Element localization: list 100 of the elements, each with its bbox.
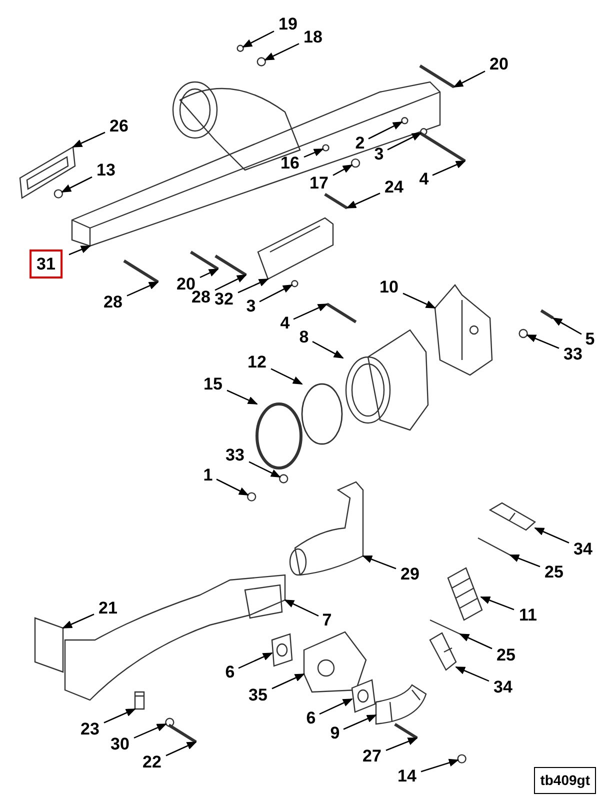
washer — [518, 328, 528, 338]
callout-number: 6 — [225, 664, 235, 680]
leader-arrow — [362, 555, 396, 570]
nut — [246, 492, 256, 502]
callout-number: 33 — [226, 446, 244, 464]
leader-arrow — [386, 737, 418, 751]
manifold — [289, 481, 364, 576]
bolt — [419, 64, 455, 88]
sleeve — [429, 632, 457, 671]
gasket — [430, 619, 460, 635]
drawing-number: tb409gt — [534, 767, 596, 794]
callout-number: 5 — [585, 330, 595, 348]
leader-arrow — [459, 633, 492, 650]
leader-arrow — [453, 70, 486, 88]
leader-arrow — [166, 741, 197, 756]
callout-number: 27 — [362, 748, 382, 764]
callout-number: 29 — [400, 566, 420, 582]
bolt — [168, 724, 197, 744]
callout-number: 17 — [310, 174, 328, 192]
callout-number: 3 — [374, 146, 384, 162]
leader-arrow — [420, 758, 459, 772]
bolt — [326, 302, 357, 324]
washer — [291, 280, 298, 288]
callout-number: 24 — [384, 178, 404, 196]
clip — [165, 718, 174, 727]
callout-number: 7 — [322, 612, 332, 628]
bellows — [447, 567, 483, 621]
callout-number: 32 — [214, 290, 234, 308]
leader-arrow — [304, 148, 324, 158]
leader-arrow — [312, 341, 344, 359]
leader-arrow — [343, 714, 377, 730]
leader-arrow — [242, 30, 274, 48]
leader-arrow — [104, 708, 136, 724]
leader-arrow — [214, 274, 247, 291]
leader-arrow — [238, 278, 269, 294]
callout-number: 15 — [204, 376, 222, 392]
leader-arrow — [62, 614, 94, 629]
leader-arrow — [272, 673, 305, 690]
bolt — [214, 254, 247, 276]
callout-number: 33 — [564, 346, 582, 362]
callout-number: 4 — [280, 314, 290, 332]
callout-number: 9 — [330, 724, 340, 742]
callout-number: 19 — [278, 16, 298, 32]
leader-arrow — [432, 160, 466, 176]
callout-number: 2 — [355, 134, 365, 152]
gasket — [478, 537, 510, 556]
leader-arrow — [226, 390, 258, 405]
callout-number: 18 — [304, 28, 322, 46]
gasket — [351, 679, 376, 713]
leader-arrow — [480, 596, 514, 610]
callout-number: 30 — [110, 736, 130, 752]
callout-number: 34 — [494, 678, 512, 696]
callout-number: 26 — [110, 118, 128, 134]
callout-number: 25 — [544, 564, 564, 580]
callout-number: 6 — [306, 710, 316, 726]
callout-number: 14 — [398, 768, 416, 784]
gasket — [19, 146, 76, 199]
callout-number: 22 — [142, 754, 162, 770]
callout-number: 20 — [490, 56, 508, 72]
callout-number: 21 — [98, 600, 118, 616]
bolt — [190, 250, 219, 270]
callout-number: 4 — [419, 170, 429, 188]
clamp-ring — [256, 402, 302, 470]
bolt — [420, 132, 466, 162]
callout-number: 25 — [496, 646, 516, 664]
leader-arrow — [402, 292, 436, 309]
leader-arrow — [319, 698, 353, 715]
leader-arrow — [72, 132, 106, 148]
bracket — [434, 284, 493, 376]
callout-number: 12 — [248, 354, 266, 370]
flange — [345, 329, 429, 431]
gasket — [271, 633, 293, 667]
leader-arrow — [134, 723, 167, 739]
stud — [394, 722, 418, 740]
nut — [256, 57, 266, 66]
leader-arrow — [455, 666, 490, 682]
leader-arrow — [284, 599, 319, 617]
callout-number: 1 — [203, 466, 213, 484]
leader-arrow — [238, 652, 273, 669]
callout-number: 34 — [574, 540, 592, 558]
leader-arrow — [526, 334, 560, 349]
callout-number: 13 — [96, 162, 116, 178]
leader-arrow — [200, 268, 219, 278]
leader-arrow — [346, 192, 380, 209]
seal-ring — [301, 383, 343, 445]
bracket — [257, 217, 334, 280]
leader-arrow — [368, 121, 403, 140]
nut — [457, 754, 466, 764]
leader-arrow — [534, 527, 570, 544]
callout-number: 28 — [192, 288, 210, 306]
manifold — [64, 574, 286, 701]
leader-arrow — [61, 176, 92, 193]
leader-arrow — [509, 554, 540, 568]
leader-arrow — [293, 303, 328, 320]
callout-number: 8 — [299, 328, 309, 346]
leader-arrow — [264, 43, 300, 61]
callout-number: 23 — [80, 720, 100, 738]
callout-number: 31 — [30, 250, 62, 278]
leader-arrow — [248, 461, 281, 478]
leader-arrow — [387, 132, 422, 150]
